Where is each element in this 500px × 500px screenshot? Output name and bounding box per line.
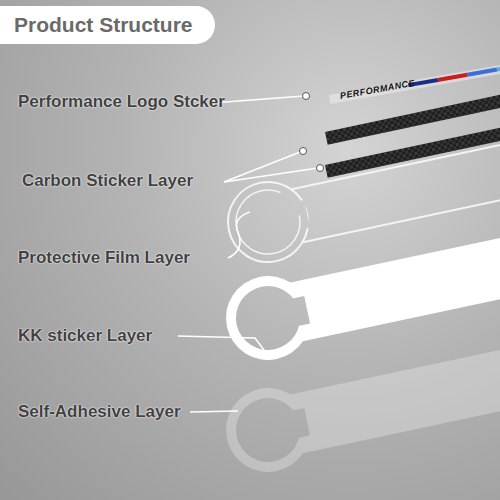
layer-label: KK sticker Layer: [18, 326, 152, 346]
title-tab: Product Structure: [0, 6, 215, 44]
layer-label: Self-Adhesive Layer: [18, 402, 181, 422]
logo-text: PERFORMANCE: [339, 78, 416, 101]
layer-label: Performance Logo Stcker: [18, 92, 225, 112]
title-text: Product Structure: [14, 13, 193, 37]
layer-label: Protective Film Layer: [18, 248, 190, 268]
layer-label: Carbon Sticker Layer: [22, 171, 193, 191]
